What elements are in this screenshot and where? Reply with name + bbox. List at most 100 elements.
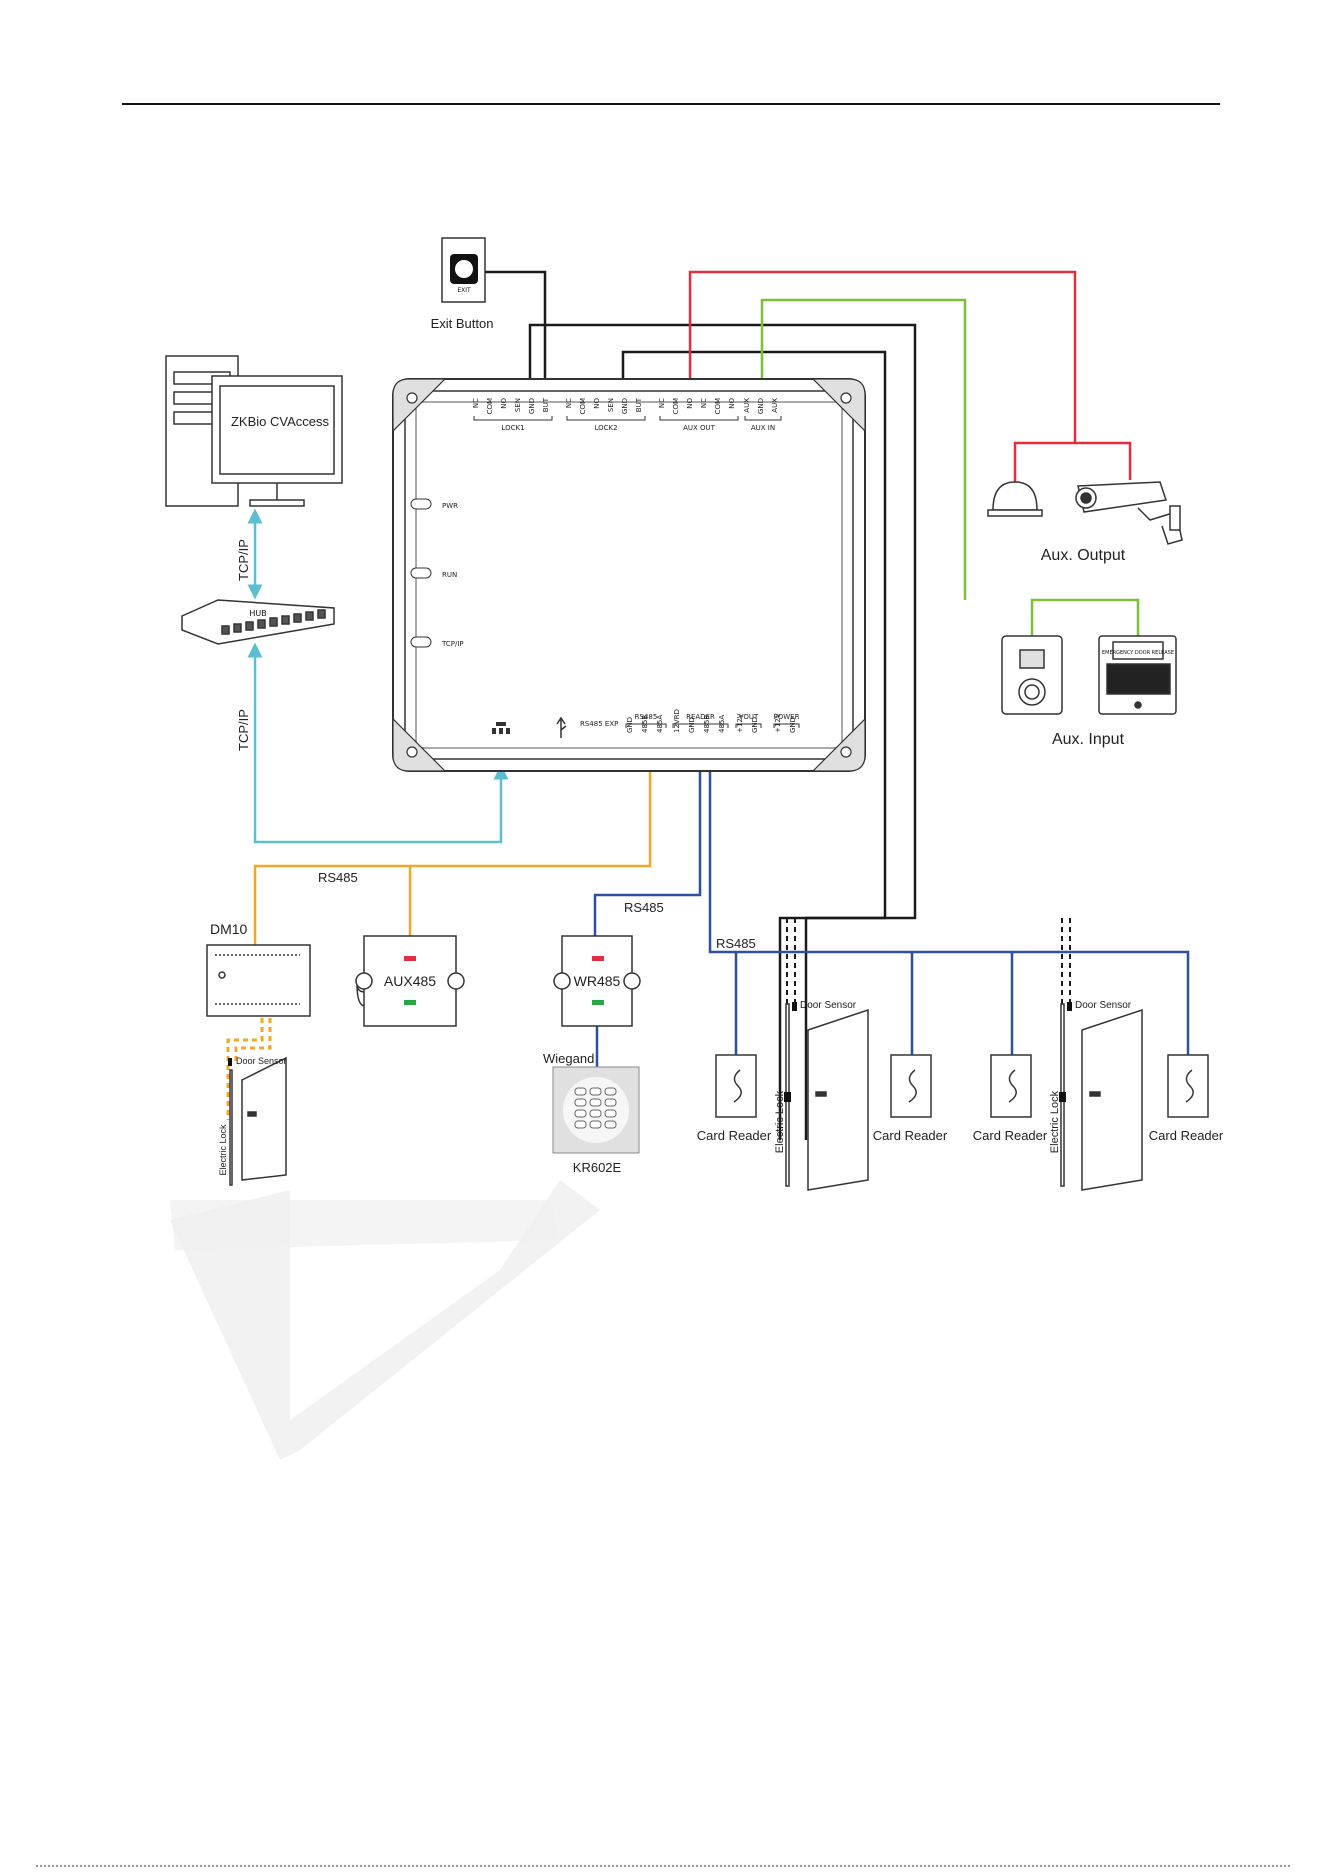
terminal-label-top: GND [757,398,765,414]
terminal-label-bottom: 12VRD [673,709,681,733]
card-reader-label-3: Card Reader [973,1128,1048,1143]
exit-button-label: Exit Button [431,316,494,331]
dm10-device [206,944,311,1017]
terminal-label-top: NC [658,398,666,408]
terminal-group-label: LOCK2 [594,424,617,432]
terminal-group-bracket [625,723,667,728]
terminal-label-top: NC [565,398,573,408]
card-reader-label-2: Card Reader [873,1128,948,1143]
card-reader-label-4: Card Reader [1149,1128,1224,1143]
watermark-shape [170,1180,600,1460]
wire-reader-wr485 [593,770,702,936]
electric-lock-label-1: Electric Lock [218,1124,228,1176]
terminal-label-top: SEN [607,398,615,412]
card-reader-icon-2 [890,1054,932,1118]
terminal-label-bottom: GND [626,717,634,733]
emergency-text: EMERGENCY DOOR RELEASE [1102,650,1174,656]
terminal-group-label: LOCK1 [501,424,524,432]
aux-output-label: Aux. Output [1041,547,1126,564]
terminal-label-top: GND [621,398,629,414]
keypad-key [589,1109,602,1118]
keypad-key [574,1120,587,1129]
pir-sensor-icon [1001,635,1063,715]
door-icon-1 [785,1003,869,1191]
exit-button-device: EXIT [441,237,486,303]
wire-reader-bus [708,770,1190,1055]
terminal-group-label: VOUT [739,713,759,721]
card-reader-icon-3 [990,1054,1032,1118]
terminal-group-bracket [672,723,729,728]
terminal-label-top: NC [472,398,480,408]
terminal-label-top: BUT [635,397,643,412]
terminal-label-bottom: +12V [736,713,744,733]
terminal-group-label: POWER [774,713,800,721]
terminal-label-top: AUX [743,398,751,413]
door-sensor-label-2: Door Sensor [800,1000,857,1011]
terminal-label-top: COM [714,398,722,414]
dm10-dashed-wires [226,1018,272,1120]
tcpip-label-upper: TCP/IP [236,539,251,581]
electric-lock-label-2: Electric Lock [774,1090,786,1153]
terminal-group-bracket [659,416,739,421]
hub-text: HUB [249,609,266,618]
wire-exit-button [485,270,547,380]
wire-aux-input-devices [1030,598,1140,636]
rs485-label-left: RS485 [318,870,358,885]
terminal-label-top: NC [700,398,708,408]
terminal-label-top: NO [593,398,601,409]
tcpip-label-lower: TCP/IP [236,709,251,751]
electric-lock-label-3: Electric Lock [1049,1090,1061,1153]
wr485-device [553,935,641,1027]
rs485-exp-label: RS485 EXP [580,720,618,728]
rs485-label-middle: RS485 [624,900,664,915]
door-sensor-label-3: Door Sensor [1075,1000,1132,1011]
wire-lock2-door1 [621,350,887,1140]
siren-icon [987,481,1043,517]
terminal-label-top: BUT [542,397,550,412]
hub-icon [181,599,335,645]
wire-siren [1013,441,1132,482]
dm10-label: DM10 [210,921,248,937]
keypad-key [574,1109,587,1118]
wr485-label: WR485 [574,973,621,989]
terminal-group-label: RS485 [635,713,658,721]
terminal-label-bottom: +12V [774,713,782,733]
dm10-door-icon [229,1056,287,1186]
led-pwr: PWR [442,502,458,510]
keypad-key [604,1109,617,1118]
camera-icon [1075,481,1183,545]
keypad-key [589,1098,602,1107]
keypad-key [589,1120,602,1129]
terminal-label-top: COM [579,398,587,414]
wire-group [247,270,1190,1140]
bottom-terminal-groups: RS485 READER VOUT POWER [625,713,800,728]
terminal-group-bracket [744,416,782,421]
terminal-label-bottom: GND [751,717,759,733]
terminal-label-top: AUX [771,398,779,413]
keypad-key [604,1120,617,1129]
wire-aux-out [688,270,1077,443]
led-tcpip: TCP/IP [441,640,464,648]
wiegand-label: Wiegand [543,1051,594,1066]
door-sensor-label-1: Door Sensor [236,1056,287,1066]
rs485-label-right: RS485 [716,936,756,951]
aux-input-label: Aux. Input [1052,731,1125,748]
software-name: ZKBio CVAccess [231,414,330,429]
keypad-key [574,1098,587,1107]
keypad-key [604,1098,617,1107]
keypad-key [589,1087,602,1096]
wire-lock1-door2 [528,323,917,1140]
watermark-band [170,1200,560,1250]
terminal-group-bracket [735,723,762,728]
usb-icon [556,716,567,738]
wire-rs485-main [253,770,652,945]
kr602e-label: KR602E [573,1160,622,1175]
aux485-label: AUX485 [384,973,436,989]
terminal-label-bottom: GND [688,717,696,733]
terminal-label-top: NO [728,398,736,409]
wire-aux-in [760,298,967,600]
terminal-label-top: NO [686,398,694,409]
terminal-group-label: READER [686,713,715,721]
